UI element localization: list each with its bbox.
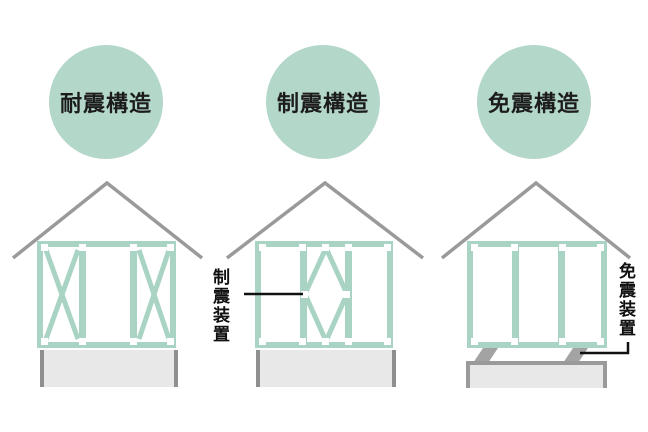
house-menshin [440,180,632,388]
x-brace [43,249,81,340]
circle-taishin-label: 耐震構造 [59,92,152,117]
circle-seishin: 制震構造 [266,45,380,159]
isolator-label: 免震装置 [615,262,635,338]
frame-post [130,247,137,342]
circle-menshin: 免震構造 [477,45,591,159]
frame-post [558,247,565,342]
roof-icon [11,180,204,260]
foundation [40,350,178,387]
roof-icon [225,180,425,260]
frame-post [79,247,86,342]
isolator-leader-line [580,342,630,355]
damper-diamond [302,241,350,348]
frame-post [512,247,519,342]
joint-markers [259,244,391,345]
house-seishin [225,180,425,387]
isolator-pad [563,348,588,363]
x-brace [136,249,172,340]
joint-markers [471,244,604,345]
joint-markers [41,244,174,345]
damper-label: 制震装置 [209,268,229,344]
roof-icon [440,180,632,260]
foundation [466,361,607,388]
circle-taishin: 耐震構造 [49,45,163,159]
circle-seishin-label: 制震構造 [276,92,369,117]
house-taishin [11,180,204,387]
frame-outline [467,241,607,348]
frame-outline [37,241,176,348]
circle-menshin-label: 免震構造 [487,92,580,117]
isolator-pad [473,348,498,363]
foundation [256,350,396,387]
